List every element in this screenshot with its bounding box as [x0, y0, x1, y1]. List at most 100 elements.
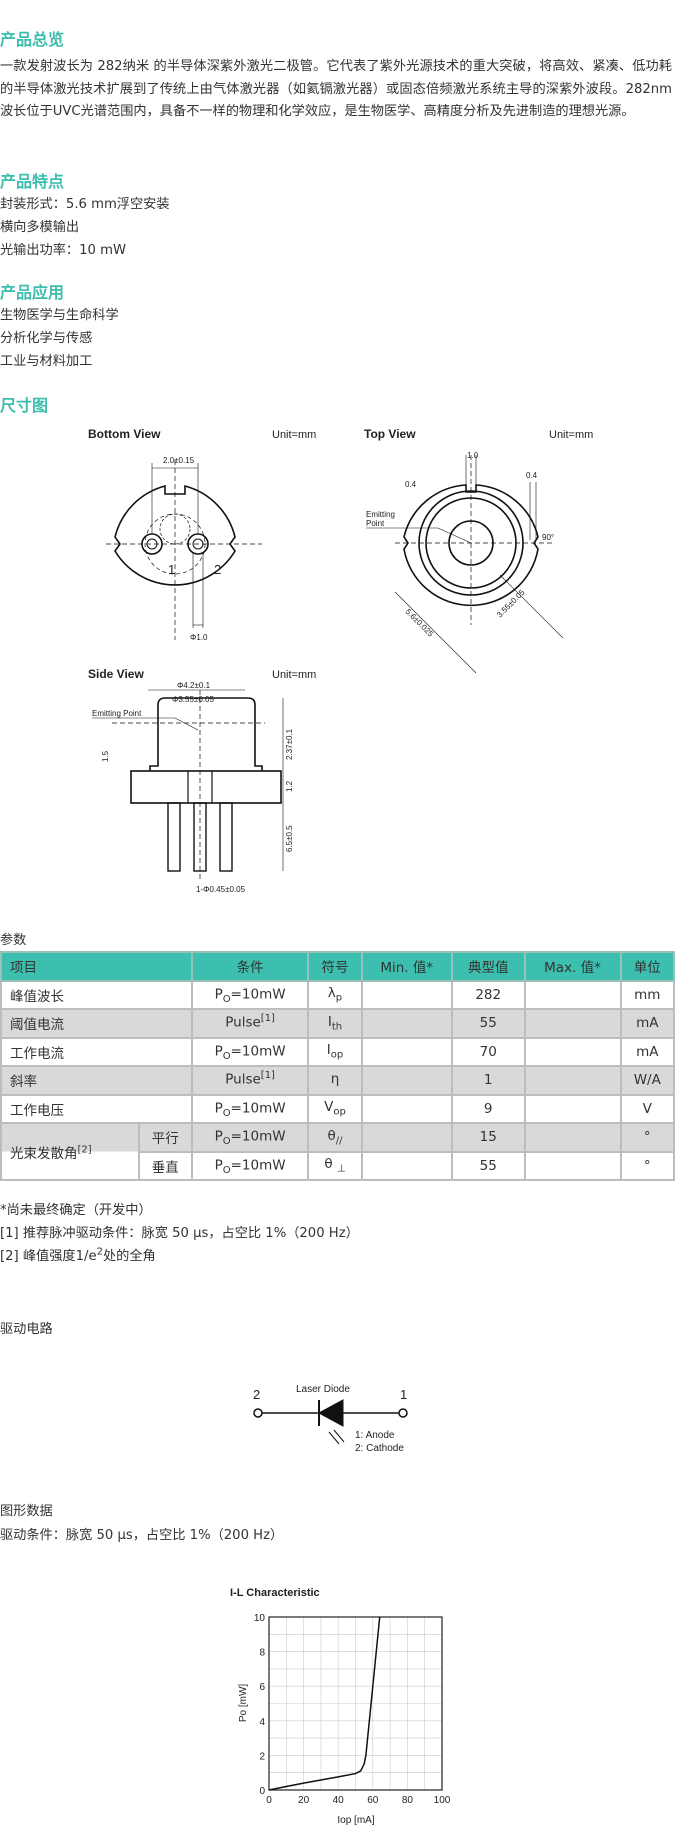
symbol-base: θ [324, 1156, 337, 1173]
param-min [360, 1093, 453, 1124]
param-min [360, 1122, 453, 1153]
condition-sub: O [222, 1136, 231, 1148]
param-typ: 282 [450, 979, 526, 1010]
symbol-base: η [330, 1070, 340, 1087]
symbol-sub: ⊥ [336, 1164, 346, 1176]
param-condition: PO=10mW [190, 979, 310, 1010]
symbol-sub: p [335, 993, 343, 1005]
top-dim-outer: 5.6±0.025 [404, 607, 436, 639]
param-condition: PO=10mW [190, 1122, 310, 1153]
condition-sub: O [222, 1050, 231, 1062]
condition-base: P [214, 1157, 223, 1174]
param-unit: ° [619, 1150, 675, 1181]
bottom-dim-pin: Φ1.0 [190, 633, 208, 642]
condition-sub: O [222, 1164, 231, 1176]
header-min: Min. 值* [360, 951, 453, 982]
param-condition: PO=10mW [190, 1093, 310, 1124]
bottom-view-title: Bottom View [88, 427, 161, 441]
y-tick-label: 4 [259, 1717, 265, 1728]
bottom-view-unit: Unit=mm [272, 429, 316, 441]
param-unit: W/A [619, 1065, 675, 1096]
application-item: 生物医学与生命科学 [0, 308, 119, 323]
param-item: 阈值电流 [0, 1008, 193, 1039]
param-symbol: η [307, 1065, 363, 1096]
side-dim-cap: Φ4.2±0.1 [177, 681, 211, 690]
param-unit: mm [619, 979, 675, 1010]
param-max [523, 979, 622, 1010]
y-tick-label: 6 [259, 1682, 265, 1693]
table-header-row: 项目 条件 符号 Min. 值* 典型值 Max. 值* 单位 [0, 951, 675, 982]
graph-heading: 图形数据 [0, 1504, 53, 1519]
symbol-base: λ [327, 985, 336, 1002]
note-2: [2] 峰值强度1/e2处的全角 [0, 1245, 156, 1264]
x-axis-label: Iop [mA] [337, 1815, 374, 1826]
top-view-title: Top View [364, 427, 416, 441]
param-max [523, 1093, 622, 1124]
top-dim-slot: 1.0 [467, 451, 479, 460]
param-typ: 70 [450, 1036, 526, 1067]
condition-rest: =10mW [230, 986, 286, 1003]
overview-heading: 产品总览 [0, 30, 65, 49]
side-dim-height: 1.5 [101, 750, 110, 762]
pin-1-label: 1 [168, 562, 175, 577]
param-item: 斜率 [0, 1065, 193, 1096]
side-dim-base: 1.2 [285, 780, 294, 792]
dimensions-heading: 尺寸图 [0, 396, 49, 415]
pin-2-label: 2 [214, 562, 221, 577]
symbol-base: I [327, 1013, 332, 1030]
y-tick-label: 10 [254, 1613, 266, 1624]
y-tick-label: 2 [259, 1751, 265, 1762]
header-unit: 单位 [619, 951, 675, 982]
note-2-pre: [2] 峰值强度1/e [0, 1249, 97, 1264]
param-max [523, 1065, 622, 1096]
symbol-base: θ [327, 1127, 336, 1144]
side-dim-window: Φ3.55±0.05 [172, 695, 214, 704]
param-max [523, 1150, 622, 1181]
y-tick-label: 0 [259, 1786, 265, 1797]
param-max [523, 1008, 622, 1039]
param-symbol: θ// [307, 1122, 363, 1153]
x-tick-label: 40 [333, 1795, 345, 1806]
symbol-base: I [326, 1042, 331, 1059]
top-view-unit: Unit=mm [549, 429, 593, 441]
note-2-post: 处的全角 [102, 1249, 156, 1264]
param-typ: 1 [450, 1065, 526, 1096]
x-tick-label: 60 [367, 1795, 379, 1806]
dimension-drawings: Bottom View Unit=mm 2.0±0.15 Φ1.0 1 2 To… [88, 427, 593, 894]
application-item: 工业与材料加工 [0, 354, 93, 369]
param-unit: mA [619, 1008, 675, 1039]
top-dim-depth: 0.4 [405, 480, 417, 489]
param-symbol: λp [307, 979, 363, 1010]
side-dim-cap-height: 2.37±0.1 [285, 728, 294, 760]
param-max [523, 1122, 622, 1153]
condition-base: P [214, 986, 223, 1003]
top-emitting-label: Emitting [366, 510, 395, 519]
x-tick-label: 80 [402, 1795, 414, 1806]
condition-sub: O [222, 993, 231, 1005]
overview-text: 一款发射波长为 282纳米 的半导体深紫外激光二极管。它代表了紫外光源技术的重大… [0, 59, 672, 119]
param-item-footnote: [2] [77, 1144, 92, 1155]
side-view-title: Side View [88, 667, 144, 681]
condition-base: P [214, 1128, 223, 1145]
params-heading: 参数 [0, 933, 27, 948]
side-dim-pin-diameter: 1-Φ0.45±0.05 [196, 885, 246, 894]
chart-title: I-L Characteristic [230, 1587, 320, 1599]
param-min [360, 1008, 453, 1039]
condition-rest: =10mW [230, 1043, 286, 1060]
param-unit: V [619, 1093, 675, 1124]
top-dim-notch: 0.4 [526, 471, 538, 480]
param-symbol: Iop [307, 1036, 363, 1067]
condition-footnote: [1] [260, 1013, 275, 1025]
condition-base: P [214, 1043, 223, 1060]
condition-footnote: [1] [260, 1070, 275, 1082]
bottom-view-drawing: Bottom View Unit=mm 2.0±0.15 Φ1.0 1 2 [88, 427, 316, 642]
feature-item: 横向多模输出 [0, 220, 80, 235]
param-typ: 15 [450, 1122, 526, 1153]
series-line-po [268, 1616, 381, 1791]
param-max [523, 1036, 622, 1067]
param-min [360, 1150, 453, 1181]
header-item: 项目 [0, 951, 193, 982]
param-unit: mA [619, 1036, 675, 1067]
